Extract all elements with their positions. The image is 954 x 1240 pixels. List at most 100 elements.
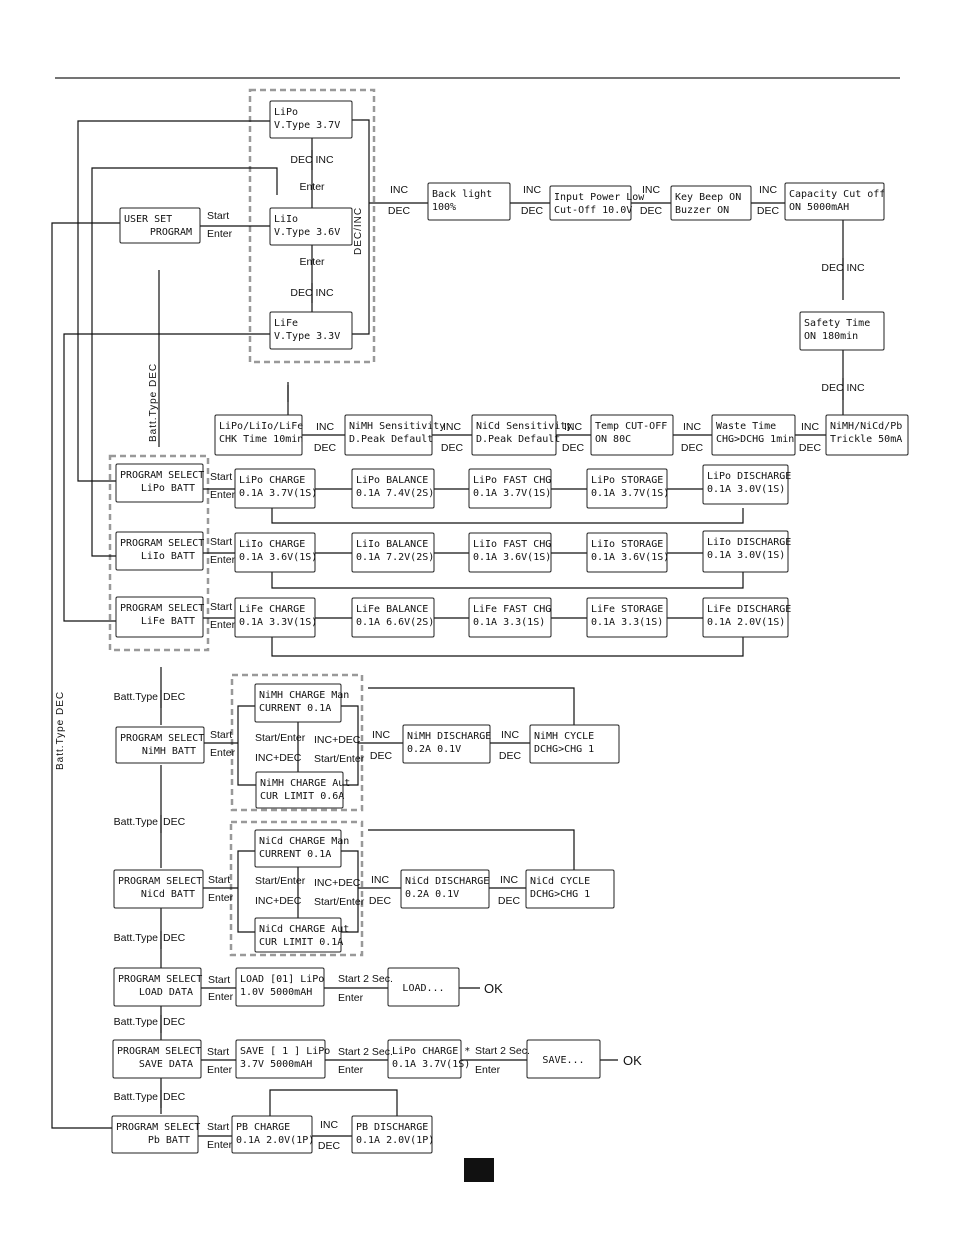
enter-label: Enter — [208, 892, 234, 904]
save-progress-screen: SAVE... — [526, 1039, 601, 1079]
enter-label: Enter — [208, 991, 234, 1003]
dec-inc-label: DEC INC — [821, 382, 865, 394]
dec-label: DEC — [498, 895, 521, 907]
dec-label: DEC — [499, 750, 522, 762]
inc-label: INC — [501, 729, 520, 741]
screen-line-1: NiMH/NiCd/Pb — [830, 421, 902, 432]
screen-line-2: LiFe BATT — [141, 616, 195, 627]
screen-line-1: PROGRAM SELECT — [118, 876, 202, 887]
dec-label: DEC — [314, 442, 337, 454]
ps-save-frame — [112, 1039, 202, 1079]
lipo-charge-frame — [234, 468, 316, 509]
liio-discharge-screen: LiIo DISCHARGE 0.1A 3.0V(1S) — [702, 530, 791, 573]
screen-line-1: LiIo — [274, 214, 298, 225]
liio-vtype-frame — [269, 207, 353, 246]
enter-label: Enter — [299, 256, 325, 268]
dec-inc-vertical-label: DEC/INC — [353, 207, 364, 255]
enter-label: Enter — [210, 554, 236, 566]
screen-line-1: LiFe STORAGE — [591, 604, 663, 615]
dec-label: DEC — [163, 816, 186, 828]
screen-line-2: 0.1A 2.0V(1P) — [236, 1135, 314, 1146]
nicd-charge-man-frame — [254, 829, 342, 868]
screen-line-1: LiFe BALANCE — [356, 604, 428, 615]
label-separators — [160, 150, 844, 1108]
screen-line-1: LiPo CHARGE * — [392, 1046, 470, 1057]
screen-line-2: 0.1A 3.7V(1S) — [591, 488, 669, 499]
dec-label: DEC — [318, 1140, 341, 1152]
screen-line-1: LiPo FAST CHG — [473, 475, 551, 486]
nimh-charge-aut-frame — [255, 771, 344, 809]
screen-line-1: LiPo — [274, 107, 298, 118]
inc-plus-dec-label: INC+DEC — [255, 895, 302, 907]
screen-line-2: 0.1A 3.7V(1S) — [392, 1059, 470, 1070]
lipo-fast-frame — [468, 468, 552, 509]
screen-line-1: NiCd Sensitivity — [476, 421, 572, 432]
load-progress-frame — [387, 967, 460, 1007]
screen-line-2: V.Type 3.3V — [274, 331, 340, 342]
enter-label: Enter — [210, 619, 236, 631]
inc-plus-dec-label: INC+DEC — [314, 877, 361, 889]
dec-label: DEC — [640, 205, 663, 217]
dec-label: DEC — [521, 205, 544, 217]
start-label: Start — [207, 1046, 229, 1058]
nicd-charge-aut-frame — [254, 917, 342, 953]
screen-line-2: LiPo BATT — [141, 483, 195, 494]
dec-label: DEC — [369, 895, 392, 907]
trickle-frame — [825, 414, 909, 456]
start-enter-label: Start/Enter — [314, 896, 365, 908]
chk-time-frame — [214, 414, 303, 456]
screen-line-2: D.Peak Default — [476, 434, 560, 445]
screen-line-2: Buzzer ON — [675, 205, 729, 216]
backlight-frame — [427, 182, 511, 221]
batt-type-label: Batt.Type — [114, 932, 159, 944]
enter-label: Enter — [207, 1064, 233, 1076]
screen-line-2: 0.1A 3.7V(1S) — [239, 488, 317, 499]
screen-line-2: 0.1A 3.3(1S) — [473, 617, 545, 628]
screen-line-1: NiMH DISCHARGE — [407, 731, 491, 742]
inc-label: INC — [683, 421, 702, 433]
screen-line-2: CHK Time 10min — [219, 434, 303, 445]
dec-label: DEC — [799, 442, 822, 454]
screen-line-1: USER SET — [124, 214, 172, 225]
screen-line-1: LiFe — [274, 318, 298, 329]
screen-line-2: V.Type 3.6V — [274, 227, 340, 238]
life-storage-frame — [586, 597, 668, 638]
life-vtype-frame — [269, 311, 353, 350]
enter-label: Enter — [210, 489, 236, 501]
inc-label: INC — [500, 874, 519, 886]
screen-line-1: LiIo DISCHARGE — [707, 537, 791, 548]
inc-label: INC — [801, 421, 820, 433]
screen-line-1: NiCd CHARGE Aut — [259, 924, 349, 935]
ps-liio-frame — [115, 531, 204, 571]
screen-line-1: LiPo CHARGE — [239, 475, 305, 486]
screen-line-2: 0.1A 3.0V(1S) — [707, 484, 785, 495]
screen-line-2: CHG>DCHG 1min — [716, 434, 794, 445]
screen-line-2: NiCd BATT — [141, 889, 195, 900]
inc-label: INC — [371, 874, 390, 886]
start-label: Start — [208, 974, 230, 986]
screen-line-2: 0.1A 3.3V(1S) — [239, 617, 317, 628]
screen-line-1: SAVE [ 1 ] LiPo — [240, 1046, 330, 1057]
screen-line-2: CURRENT 0.1A — [259, 703, 331, 714]
screen-line-1: PROGRAM SELECT — [120, 538, 204, 549]
screen-line-2: 0.1A 3.0V(1S) — [707, 550, 785, 561]
key-beep-frame — [670, 185, 752, 221]
load-01-frame — [235, 967, 325, 1007]
screen-line-1: Safety Time — [804, 318, 870, 329]
ps-pb-frame — [111, 1115, 199, 1154]
screen-line-2: 0.1A 2.0V(1P) — [356, 1135, 434, 1146]
screen-line-1: Waste Time — [716, 421, 776, 432]
